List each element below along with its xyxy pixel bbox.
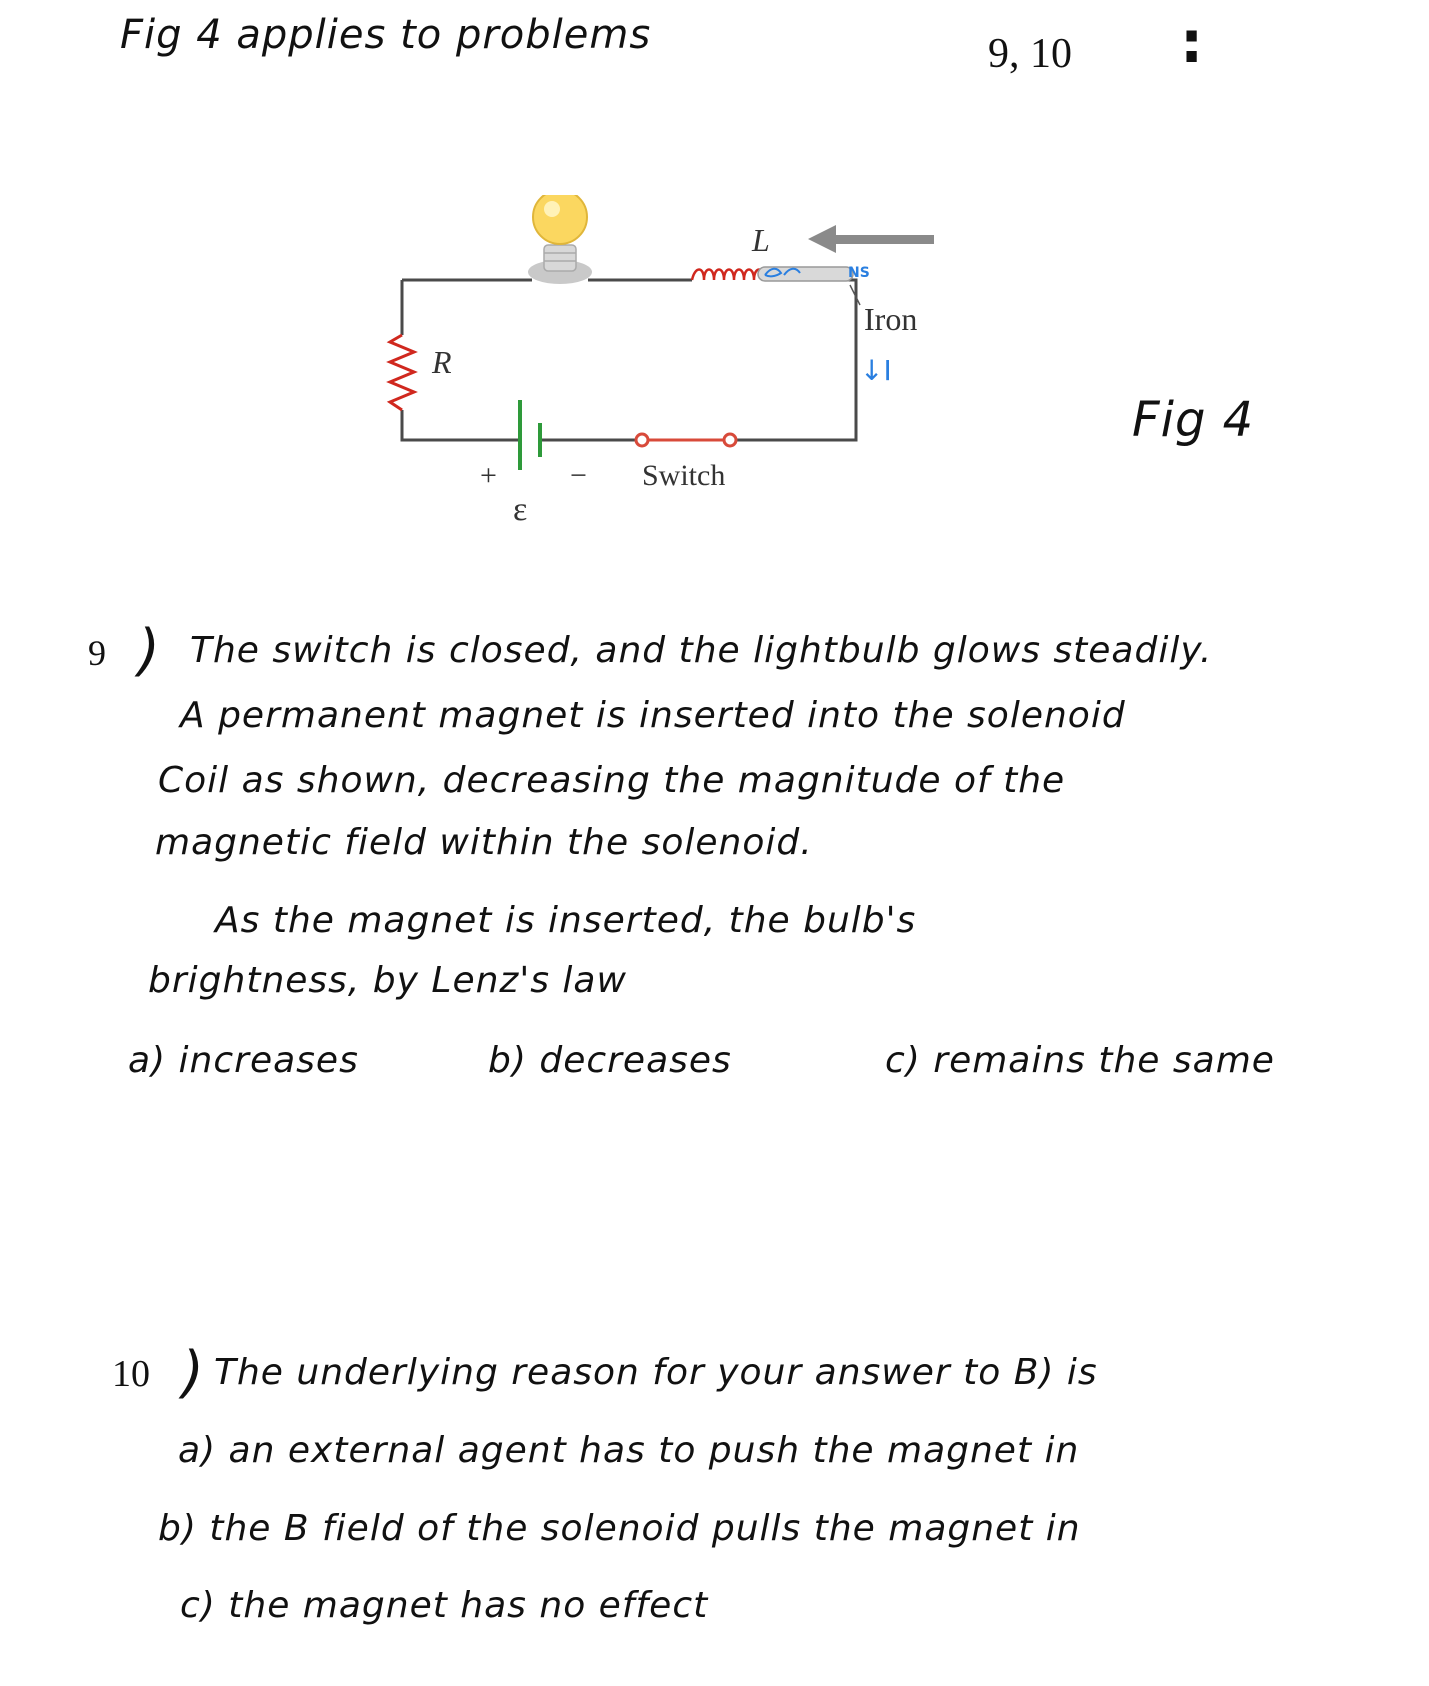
emf-label: ε — [513, 491, 527, 528]
question-9-number: 9 — [88, 633, 106, 673]
question-9-line-4: magnetic field within the solenoid. — [155, 822, 813, 863]
question-10-paren: ) — [182, 1340, 205, 1405]
question-9-line-3: Coil as shown, decreasing the magnitude … — [158, 760, 1066, 801]
circuit-wires — [400, 278, 858, 442]
iron-leader-line — [849, 284, 861, 306]
question-10-option-b: b) the B field of the solenoid pulls the… — [158, 1508, 1081, 1549]
question-9-line-1: The switch is closed, and the lightbulb … — [190, 630, 1213, 671]
question-9-line-5: As the magnet is inserted, the bulb's — [215, 900, 917, 941]
switch-label: Switch — [642, 459, 725, 492]
motion-arrow-icon — [808, 225, 934, 253]
inductor-label: L — [751, 222, 770, 258]
question-10-option-a: a) an external agent has to push the mag… — [178, 1430, 1080, 1471]
question-10-option-c: c) the magnet has no effect — [180, 1585, 709, 1626]
question-9-option-b: b) decreases — [488, 1040, 732, 1081]
switch-icon — [634, 432, 738, 448]
iron-magnet — [757, 266, 854, 282]
question-9-option-a: a) increases — [128, 1040, 359, 1081]
lightbulb-icon — [528, 195, 592, 284]
current-annotation: ↓I — [860, 354, 892, 387]
question-9-paren: ) — [138, 618, 161, 683]
blue-annotations — [764, 267, 801, 278]
question-10-line-1: The underlying reason for your answer to… — [214, 1352, 1098, 1393]
header-text: Fig 4 applies to problems — [120, 12, 652, 58]
question-9-line-6: brightness, by Lenz's law — [148, 960, 627, 1001]
question-9-option-c: c) remains the same — [885, 1040, 1275, 1081]
question-10-number: 10 — [112, 1353, 150, 1395]
header-colon: : — [1180, 8, 1205, 76]
problem-numbers: 9, 10 — [988, 31, 1072, 77]
magnet-pole-label: NS — [848, 265, 870, 281]
circuit-diagram: R NS L Iron ↓I + − ε Switch — [386, 195, 934, 528]
iron-label: Iron — [864, 301, 917, 337]
battery-icon — [518, 400, 542, 470]
resistor — [386, 333, 418, 412]
resistor-label: R — [431, 344, 452, 380]
figure-label: Fig 4 — [1132, 392, 1255, 448]
battery-plus-label: + — [480, 459, 497, 492]
battery-minus-label: − — [570, 459, 587, 492]
question-9-line-2: A permanent magnet is inserted into the … — [180, 695, 1126, 736]
